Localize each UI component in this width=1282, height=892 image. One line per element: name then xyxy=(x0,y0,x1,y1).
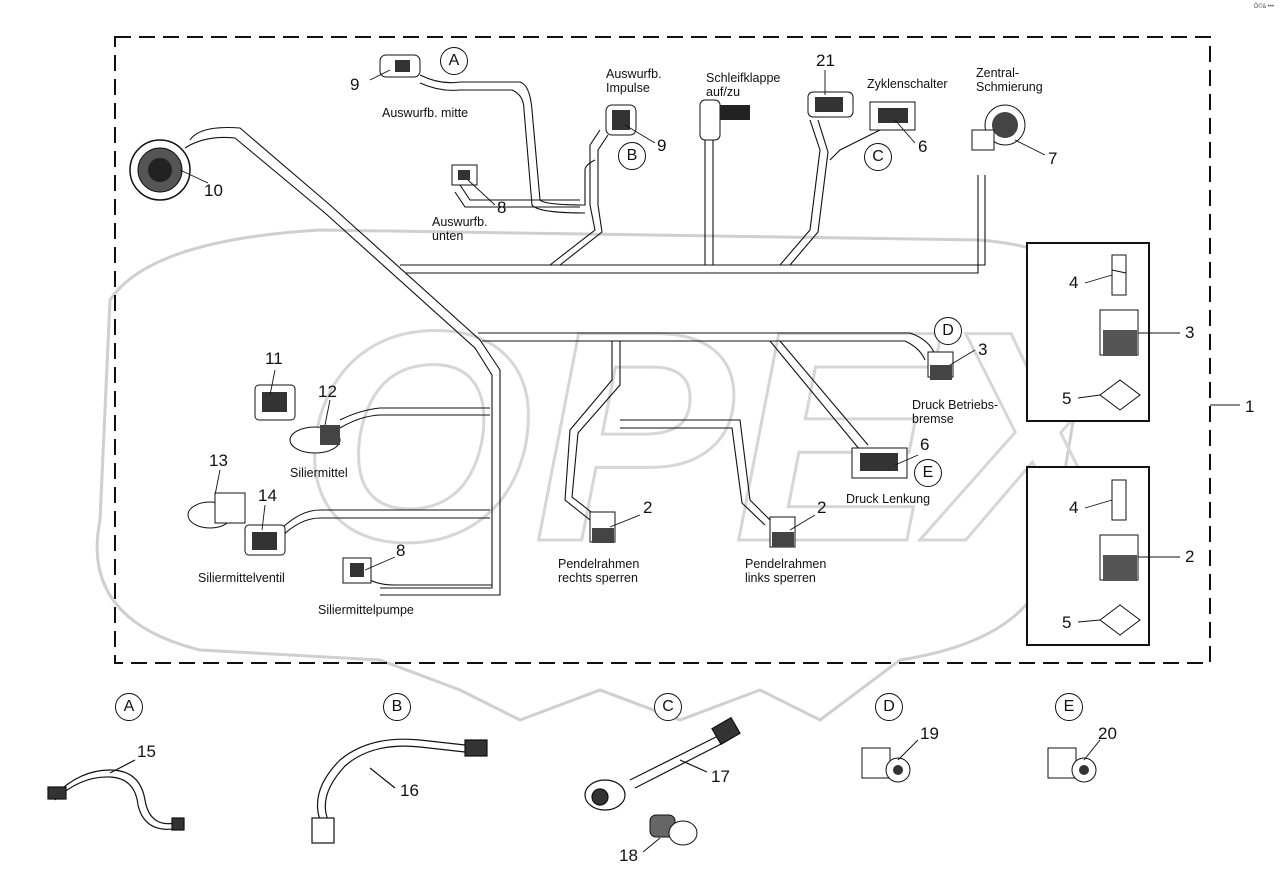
connector-8-top xyxy=(451,164,478,186)
label-schleifklappe: Schleifklappe auf/zu xyxy=(706,71,781,99)
ref-circle-e: E xyxy=(914,459,942,487)
item-number: 2 xyxy=(817,498,827,517)
item-number: 4 xyxy=(1069,273,1079,292)
item-number: 3 xyxy=(978,340,988,359)
connector-7 xyxy=(971,104,1026,151)
part-15-cable xyxy=(47,759,185,831)
ref-circle-d-detail: D xyxy=(875,693,903,721)
item-number: 5 xyxy=(1062,613,1072,632)
label-auswurf-mitte: Auswurfb. mitte xyxy=(382,106,469,120)
connector-13 xyxy=(187,492,246,529)
ref-circle-a: A xyxy=(440,47,468,75)
item-number: 15 xyxy=(137,742,156,761)
assembly-frame xyxy=(114,36,1211,664)
connector-8-pumpe xyxy=(342,557,372,584)
part-19-sensor xyxy=(861,739,919,783)
item-number: 3 xyxy=(1185,323,1195,342)
label-zyklenschalter: Zyklenschalter xyxy=(867,77,948,91)
item-number: 7 xyxy=(1048,149,1058,168)
svg-text:OPEX: OPEX xyxy=(300,268,1149,604)
item-number: 5 xyxy=(1062,389,1072,408)
item-number: 10 xyxy=(204,181,223,200)
connector-10 xyxy=(129,139,191,201)
item-number: 6 xyxy=(918,137,928,156)
ref-circle-c-detail: C xyxy=(654,693,682,721)
ref-circle-b: B xyxy=(618,142,646,170)
label-pendelrahmen-rechts: Pendelrahmen rechts sperren xyxy=(558,557,640,585)
item-number: 2 xyxy=(1185,547,1195,566)
label-siliermittelventil: Siliermittelventil xyxy=(198,571,285,585)
corner-mark: Ô©â ••• xyxy=(1253,4,1274,10)
part-17-cable xyxy=(584,716,741,811)
label-siliermittel: Siliermittel xyxy=(290,466,348,480)
connector-6-lenkung xyxy=(851,447,908,479)
item-number: 18 xyxy=(619,846,638,865)
item-number: 9 xyxy=(350,75,360,94)
item-number: 11 xyxy=(265,349,283,368)
connector-2-rechts xyxy=(589,511,616,543)
item-number: 1 xyxy=(1245,397,1255,416)
part-16-cable xyxy=(311,738,488,844)
ref-circle-a-detail: A xyxy=(115,693,143,721)
item-number: 16 xyxy=(400,781,419,800)
label-pendelrahmen-links: Pendelrahmen links sperren xyxy=(745,557,827,585)
connector-12 xyxy=(289,425,341,454)
part-18-plug xyxy=(642,814,698,853)
label-siliermittelpumpe: Siliermittelpumpe xyxy=(318,603,414,617)
ref-circle-e-detail: E xyxy=(1055,693,1083,721)
item-number: 4 xyxy=(1069,498,1079,517)
connector-9-top xyxy=(379,54,421,78)
ref-circle-d: D xyxy=(934,317,962,345)
item-number: 8 xyxy=(396,541,406,560)
item-number: 8 xyxy=(497,198,507,217)
detail-3-parts xyxy=(1099,254,1141,411)
part-20-sensor xyxy=(1047,739,1101,783)
connector-schleifklappe xyxy=(699,99,750,141)
label-auswurf-impulse: Auswurfb. Impulse xyxy=(606,67,662,95)
harness-trunk xyxy=(184,74,986,596)
item-number: 12 xyxy=(318,382,337,401)
label-zentral-schmierung: Zentral- Schmierung xyxy=(976,66,1043,94)
item-number: 9 xyxy=(657,136,667,155)
connector-6-zyklen xyxy=(869,101,916,131)
item-number: 17 xyxy=(711,767,730,786)
item-number: 14 xyxy=(258,486,277,505)
watermark-logo: OPEX xyxy=(95,228,1151,722)
label-druck-lenkung: Druck Lenkung xyxy=(846,492,931,506)
item-number: 13 xyxy=(209,451,228,470)
item-number: 20 xyxy=(1098,724,1117,743)
connector-2-links xyxy=(769,516,796,548)
ref-circle-b-detail: B xyxy=(383,693,411,721)
connector-21 xyxy=(807,91,854,118)
label-druck-betriebsbremse: Druck Betriebs- bremse xyxy=(912,398,999,426)
item-number: 21 xyxy=(816,51,835,70)
detail-2-parts xyxy=(1099,479,1141,636)
ref-circle-c: C xyxy=(864,143,892,171)
label-auswurf-unten: Auswurfb. unten xyxy=(432,215,488,243)
leader-lines xyxy=(179,69,1180,623)
item-number: 6 xyxy=(920,435,930,454)
connector-14 xyxy=(244,524,286,556)
item-number: 19 xyxy=(920,724,939,743)
item-number: 2 xyxy=(643,498,653,517)
connector-9-impulse xyxy=(605,104,637,136)
connector-3-druck xyxy=(927,351,954,380)
connector-11 xyxy=(254,384,296,421)
